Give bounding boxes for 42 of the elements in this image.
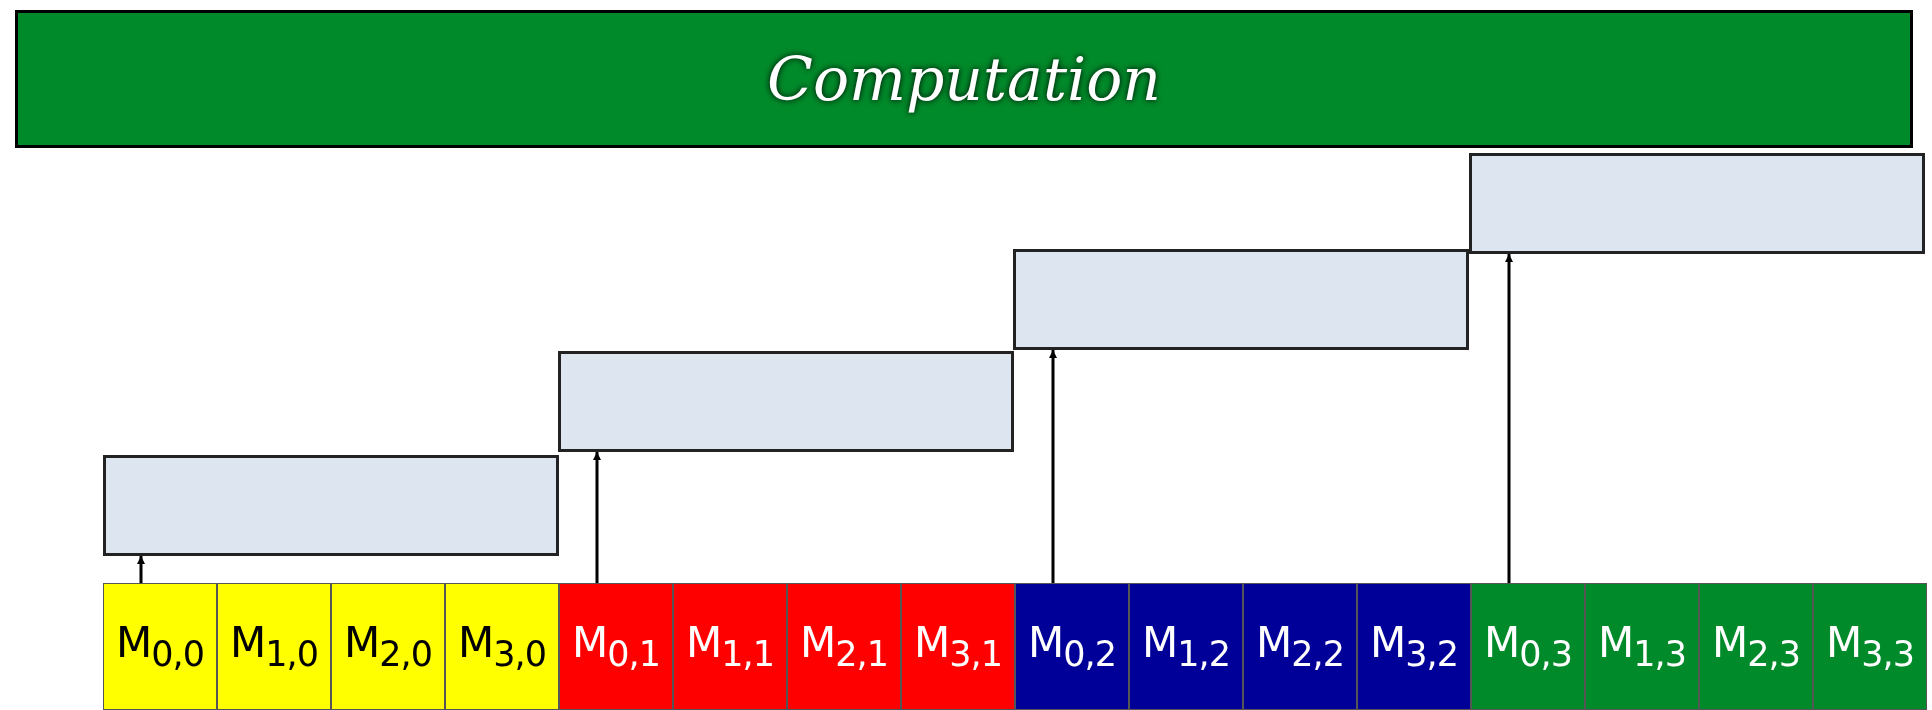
- arrow: [1049, 350, 1057, 583]
- matrix-cell: [673, 583, 787, 710]
- matrix-cell: [901, 583, 1015, 710]
- time-bar: [1013, 249, 1469, 350]
- cell-label: M$_{2,0}$: [344, 618, 432, 675]
- matrix-cell: [1471, 583, 1585, 710]
- cell-label: M$_{1,2}$: [1142, 618, 1230, 675]
- matrix-cell: [331, 583, 445, 710]
- cell-label: M$_{1,1}$: [686, 618, 774, 675]
- arrow: [1505, 254, 1513, 583]
- matrix-cell: [1015, 583, 1129, 710]
- cell-label: M$_{1,0}$: [230, 618, 318, 675]
- cell-label: M$_{0,2}$: [1028, 618, 1116, 675]
- arrow: [593, 452, 601, 583]
- cell-label: M$_{0,1}$: [572, 618, 660, 675]
- matrix-cell: [1129, 583, 1243, 710]
- cell-label: M$_{3,1}$: [914, 618, 1002, 675]
- matrix-cell: [787, 583, 901, 710]
- matrix-cell: [1243, 583, 1357, 710]
- cell-label: M$_{0,0}$: [116, 618, 204, 675]
- matrix-cell: [103, 583, 217, 710]
- matrix-cell: [445, 583, 559, 710]
- time-bar: [1469, 153, 1925, 254]
- matrix-cell: [1357, 583, 1471, 710]
- matrix-cell: [217, 583, 331, 710]
- matrix-cell: [1813, 583, 1927, 710]
- cell-label: M$_{2,1}$: [800, 618, 888, 675]
- cell-label: M$_{2,3}$: [1712, 618, 1800, 675]
- time-bar: [558, 351, 1014, 452]
- cell-label: M$_{3,0}$: [458, 618, 546, 675]
- cell-label: M$_{2,2}$: [1256, 618, 1344, 675]
- matrix-cell: [559, 583, 673, 710]
- arrow: [137, 556, 145, 583]
- time-bar: [103, 455, 559, 556]
- cell-label: M$_{3,2}$: [1370, 618, 1458, 675]
- title-text: Computation: [767, 44, 1161, 114]
- matrix-cell: [1585, 583, 1699, 710]
- cell-label: M$_{0,3}$: [1484, 618, 1572, 675]
- cell-label: M$_{3,3}$: [1826, 618, 1914, 675]
- matrix-cell: [1699, 583, 1813, 710]
- header-bar: [15, 10, 1913, 148]
- cell-label: M$_{1,3}$: [1598, 618, 1686, 675]
